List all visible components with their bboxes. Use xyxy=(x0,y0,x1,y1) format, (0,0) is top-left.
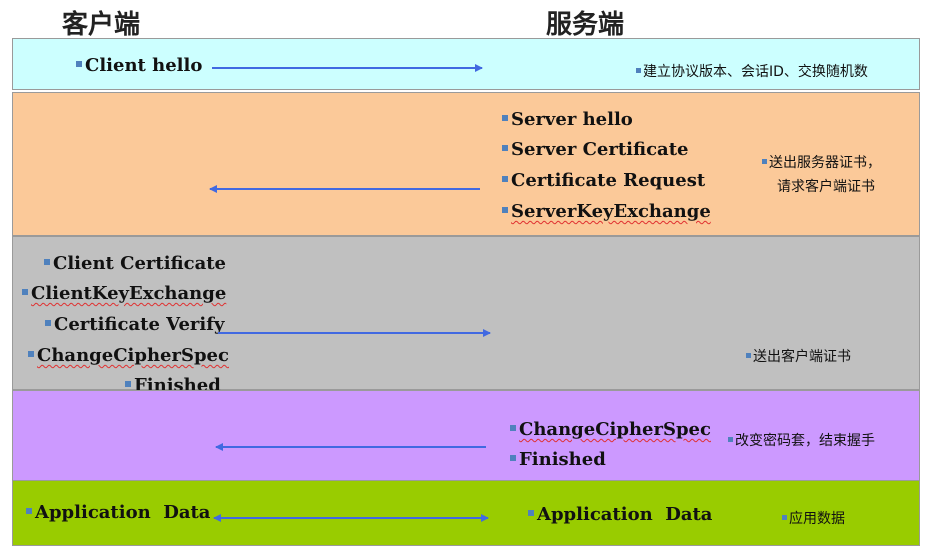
step-application-data-band xyxy=(12,480,920,546)
bullet-icon xyxy=(76,61,82,67)
bullet-icon xyxy=(502,115,508,121)
client-key-exchange-msg: ClientKeyExchange xyxy=(22,283,226,304)
step3-note: 送出客户端证书 xyxy=(746,346,851,366)
change-cipher-spec-server-msg: ChangeCipherSpec xyxy=(510,419,711,440)
bullet-icon xyxy=(26,508,32,514)
bullet-icon xyxy=(728,436,733,442)
step-client-certificate-band xyxy=(12,236,920,390)
bullet-icon xyxy=(636,67,641,73)
bullet-icon xyxy=(28,351,34,357)
server-hello-msg: Server hello xyxy=(502,109,633,130)
change-cipher-spec-client-msg: ChangeCipherSpec xyxy=(28,345,229,366)
step2-note-line1: 送出服务器证书， xyxy=(762,152,881,172)
bullet-icon xyxy=(510,425,516,431)
step2-note-line2: 请求客户端证书 xyxy=(777,179,875,195)
bullet-icon xyxy=(125,381,131,387)
step-client-hello-band xyxy=(12,38,920,90)
server-certificate-msg: Server Certificate xyxy=(502,139,689,160)
bullet-icon xyxy=(45,320,51,326)
server-header: 服务端 xyxy=(546,10,625,40)
step-server-hello-band xyxy=(12,92,920,236)
bullet-icon xyxy=(762,158,767,164)
step5-note: 应用数据 xyxy=(782,508,845,528)
application-data-server-msg: Application Data xyxy=(528,504,712,525)
client-header: 客户端 xyxy=(62,10,141,40)
bullet-icon xyxy=(502,176,508,182)
bullet-icon xyxy=(528,510,534,516)
certificate-request-msg: Certificate Request xyxy=(502,170,705,191)
bullet-icon xyxy=(746,352,751,358)
certificate-verify-msg: Certificate Verify xyxy=(45,314,224,335)
bullet-icon xyxy=(502,145,508,151)
bullet-icon xyxy=(502,207,508,213)
finished-server-msg: Finished xyxy=(510,449,606,470)
bullet-icon xyxy=(22,289,28,295)
bullet-icon xyxy=(44,259,50,265)
step4-note: 改变密码套，结束握手 xyxy=(728,430,875,450)
application-data-client-msg: Application Data xyxy=(26,502,210,523)
bullet-icon xyxy=(510,455,516,461)
step1-note: 建立协议版本、会话ID、交换随机数 xyxy=(636,61,868,81)
server-key-exchange-msg: ServerKeyExchange xyxy=(502,201,711,222)
bullet-icon xyxy=(782,514,787,520)
client-certificate-msg: Client Certificate xyxy=(44,253,226,274)
client-hello-msg: Client hello xyxy=(76,55,202,76)
